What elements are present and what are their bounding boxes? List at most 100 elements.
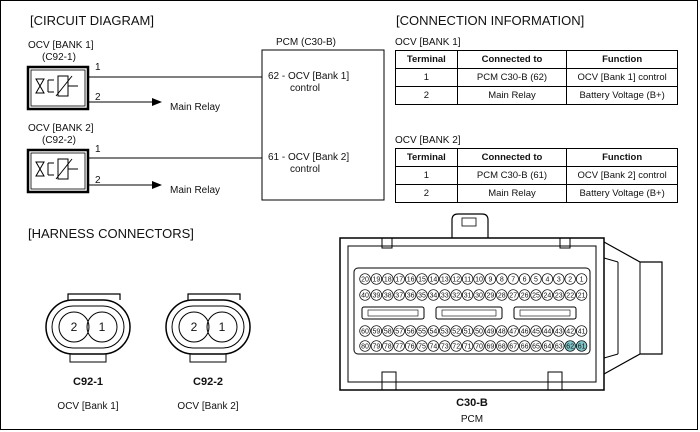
c30b-pin-label: 78: [384, 344, 392, 351]
c30b-pin-label: 28: [498, 293, 506, 300]
c92-1-connector: 2 1: [45, 293, 131, 363]
c30b-pin-2: [564, 273, 576, 285]
c30b-pin-label: 33: [441, 293, 449, 300]
c30b-pin-75: [416, 340, 428, 352]
column-header-terminal: Terminal: [395, 148, 458, 167]
c92-2-pin-2: 2: [191, 320, 198, 334]
bank2-table-title: OCV [BANK 2]: [395, 135, 461, 146]
c30b-pin-label: 5: [534, 277, 538, 284]
c30b-pin-label: 27: [509, 293, 517, 300]
c30b-pin-label: 26: [521, 293, 529, 300]
c30b-pin-62: [564, 340, 576, 352]
c30b-pin-17: [393, 273, 405, 285]
c30b-pin-label: 30: [475, 293, 483, 300]
c30b-pin-label: 71: [464, 344, 472, 351]
circuit-diagram-heading: [CIRCUIT DIAGRAM]: [30, 13, 154, 28]
c30b-pin-50: [473, 325, 485, 337]
c30b-pin-72: [450, 340, 462, 352]
c30b-pin-label: 3: [557, 277, 561, 284]
c30b-pin-56: [404, 325, 417, 337]
c30b-pin-43: [553, 325, 565, 337]
c30b-pin-48: [496, 325, 508, 337]
table-row: 2 Main Relay Battery Voltage (B+): [395, 86, 678, 105]
c30b-pin-label: 55: [418, 329, 426, 336]
table-cell: 1: [395, 166, 458, 185]
table-cell: 1: [395, 68, 458, 87]
c30b-pin-label: 64: [544, 344, 552, 351]
c30b-pin-14: [427, 273, 440, 285]
c30b-pin-69: [484, 340, 497, 352]
c30b-pin-16: [404, 273, 417, 285]
c30b-pin-label: 79: [373, 344, 381, 351]
c30b-pin-label: 13: [441, 277, 449, 284]
c30b-pin-49: [484, 325, 497, 337]
c30b-pin-70: [473, 340, 485, 352]
c30b-pin-label: 9: [488, 277, 492, 284]
c92-1-pin-2: 2: [71, 320, 78, 334]
c30b-pin-57: [393, 325, 405, 337]
c30b-pin-label: 54: [430, 329, 438, 336]
c30b-pin-label: 75: [418, 344, 426, 351]
c30b-pin-52: [450, 325, 462, 337]
c30b-pin-label: 24: [544, 293, 552, 300]
c30b-pin-label: 8: [500, 277, 504, 284]
c30b-pin-33: [439, 289, 451, 301]
c30b-pin-21: [575, 289, 588, 301]
c30b-pin-10: [473, 273, 485, 285]
c30b-pin-label: 40: [361, 293, 369, 300]
c30b-pin-8: [496, 273, 508, 285]
ocv1-solenoid-symbol: [26, 65, 90, 111]
c30b-pin-73: [439, 340, 451, 352]
bank1-table-title: OCV [BANK 1]: [395, 37, 461, 48]
bank1-connection-table: Terminal Connected to Function 1 PCM C30…: [395, 50, 678, 105]
c30b-pin-60: [359, 325, 371, 337]
c30b-pin-12: [450, 273, 462, 285]
table-row: 1 PCM C30-B (61) OCV [Bank 2] control: [395, 166, 678, 185]
c30b-pin-80: [359, 340, 371, 352]
c30b-pin-label: 23: [555, 293, 563, 300]
c30b-pin-label: 80: [361, 344, 369, 351]
c30b-pin-34: [427, 289, 440, 301]
c30b-pin-label: 47: [509, 329, 517, 336]
c30b-pin-label: 57: [395, 329, 403, 336]
c30b-pin-label: 36: [407, 293, 415, 300]
c30b-pin-23: [553, 289, 565, 301]
c30b-pin-label: 38: [384, 293, 392, 300]
table-cell: Battery Voltage (B+): [566, 184, 678, 203]
c30b-pin-label: 43: [555, 329, 563, 336]
c92-1-code: C92-1: [73, 376, 103, 388]
ocv1-main-relay-label: Main Relay: [170, 102, 220, 113]
c30b-pin-37: [393, 289, 405, 301]
c30b-pin-11: [461, 273, 474, 285]
c30b-pin-label: 39: [373, 293, 381, 300]
c30b-pin-39: [370, 289, 383, 301]
table-header-row: Terminal Connected to Function: [395, 148, 678, 167]
c30b-pin-label: 56: [407, 329, 415, 336]
c30b-pin-label: 41: [578, 329, 586, 336]
table-cell: 2: [395, 184, 458, 203]
ocv1-code: (C92-1): [42, 52, 76, 63]
c30b-pin-label: 76: [407, 344, 415, 351]
pcm-label: PCM (C30-B): [276, 37, 336, 48]
c30b-pin-label: 77: [395, 344, 403, 351]
c30b-pin-22: [564, 289, 576, 301]
c30b-pin-58: [382, 325, 394, 337]
c30b-pin-label: 67: [509, 344, 517, 351]
c30b-pin-label: 20: [361, 277, 369, 284]
pcm-box: [261, 49, 385, 201]
c30b-pin-label: 12: [452, 277, 460, 284]
c30b-pin-label: 72: [452, 344, 460, 351]
c30b-pin-label: 2: [568, 277, 572, 284]
c30b-pin-30: [473, 289, 485, 301]
c30b-pin-29: [484, 289, 497, 301]
c30b-pin-label: 37: [395, 293, 403, 300]
ocv1-pin2-label: 2: [95, 92, 101, 103]
c30b-pin-label: 31: [464, 293, 472, 300]
c30b-pin-24: [541, 289, 554, 301]
ocv2-main-relay-label: Main Relay: [170, 185, 220, 196]
c30b-pin-label: 10: [475, 277, 483, 284]
c30b-pin-label: 65: [532, 344, 540, 351]
c30b-pin-79: [370, 340, 383, 352]
c30b-pin-label: 17: [395, 277, 403, 284]
table-cell: Main Relay: [456, 86, 568, 105]
